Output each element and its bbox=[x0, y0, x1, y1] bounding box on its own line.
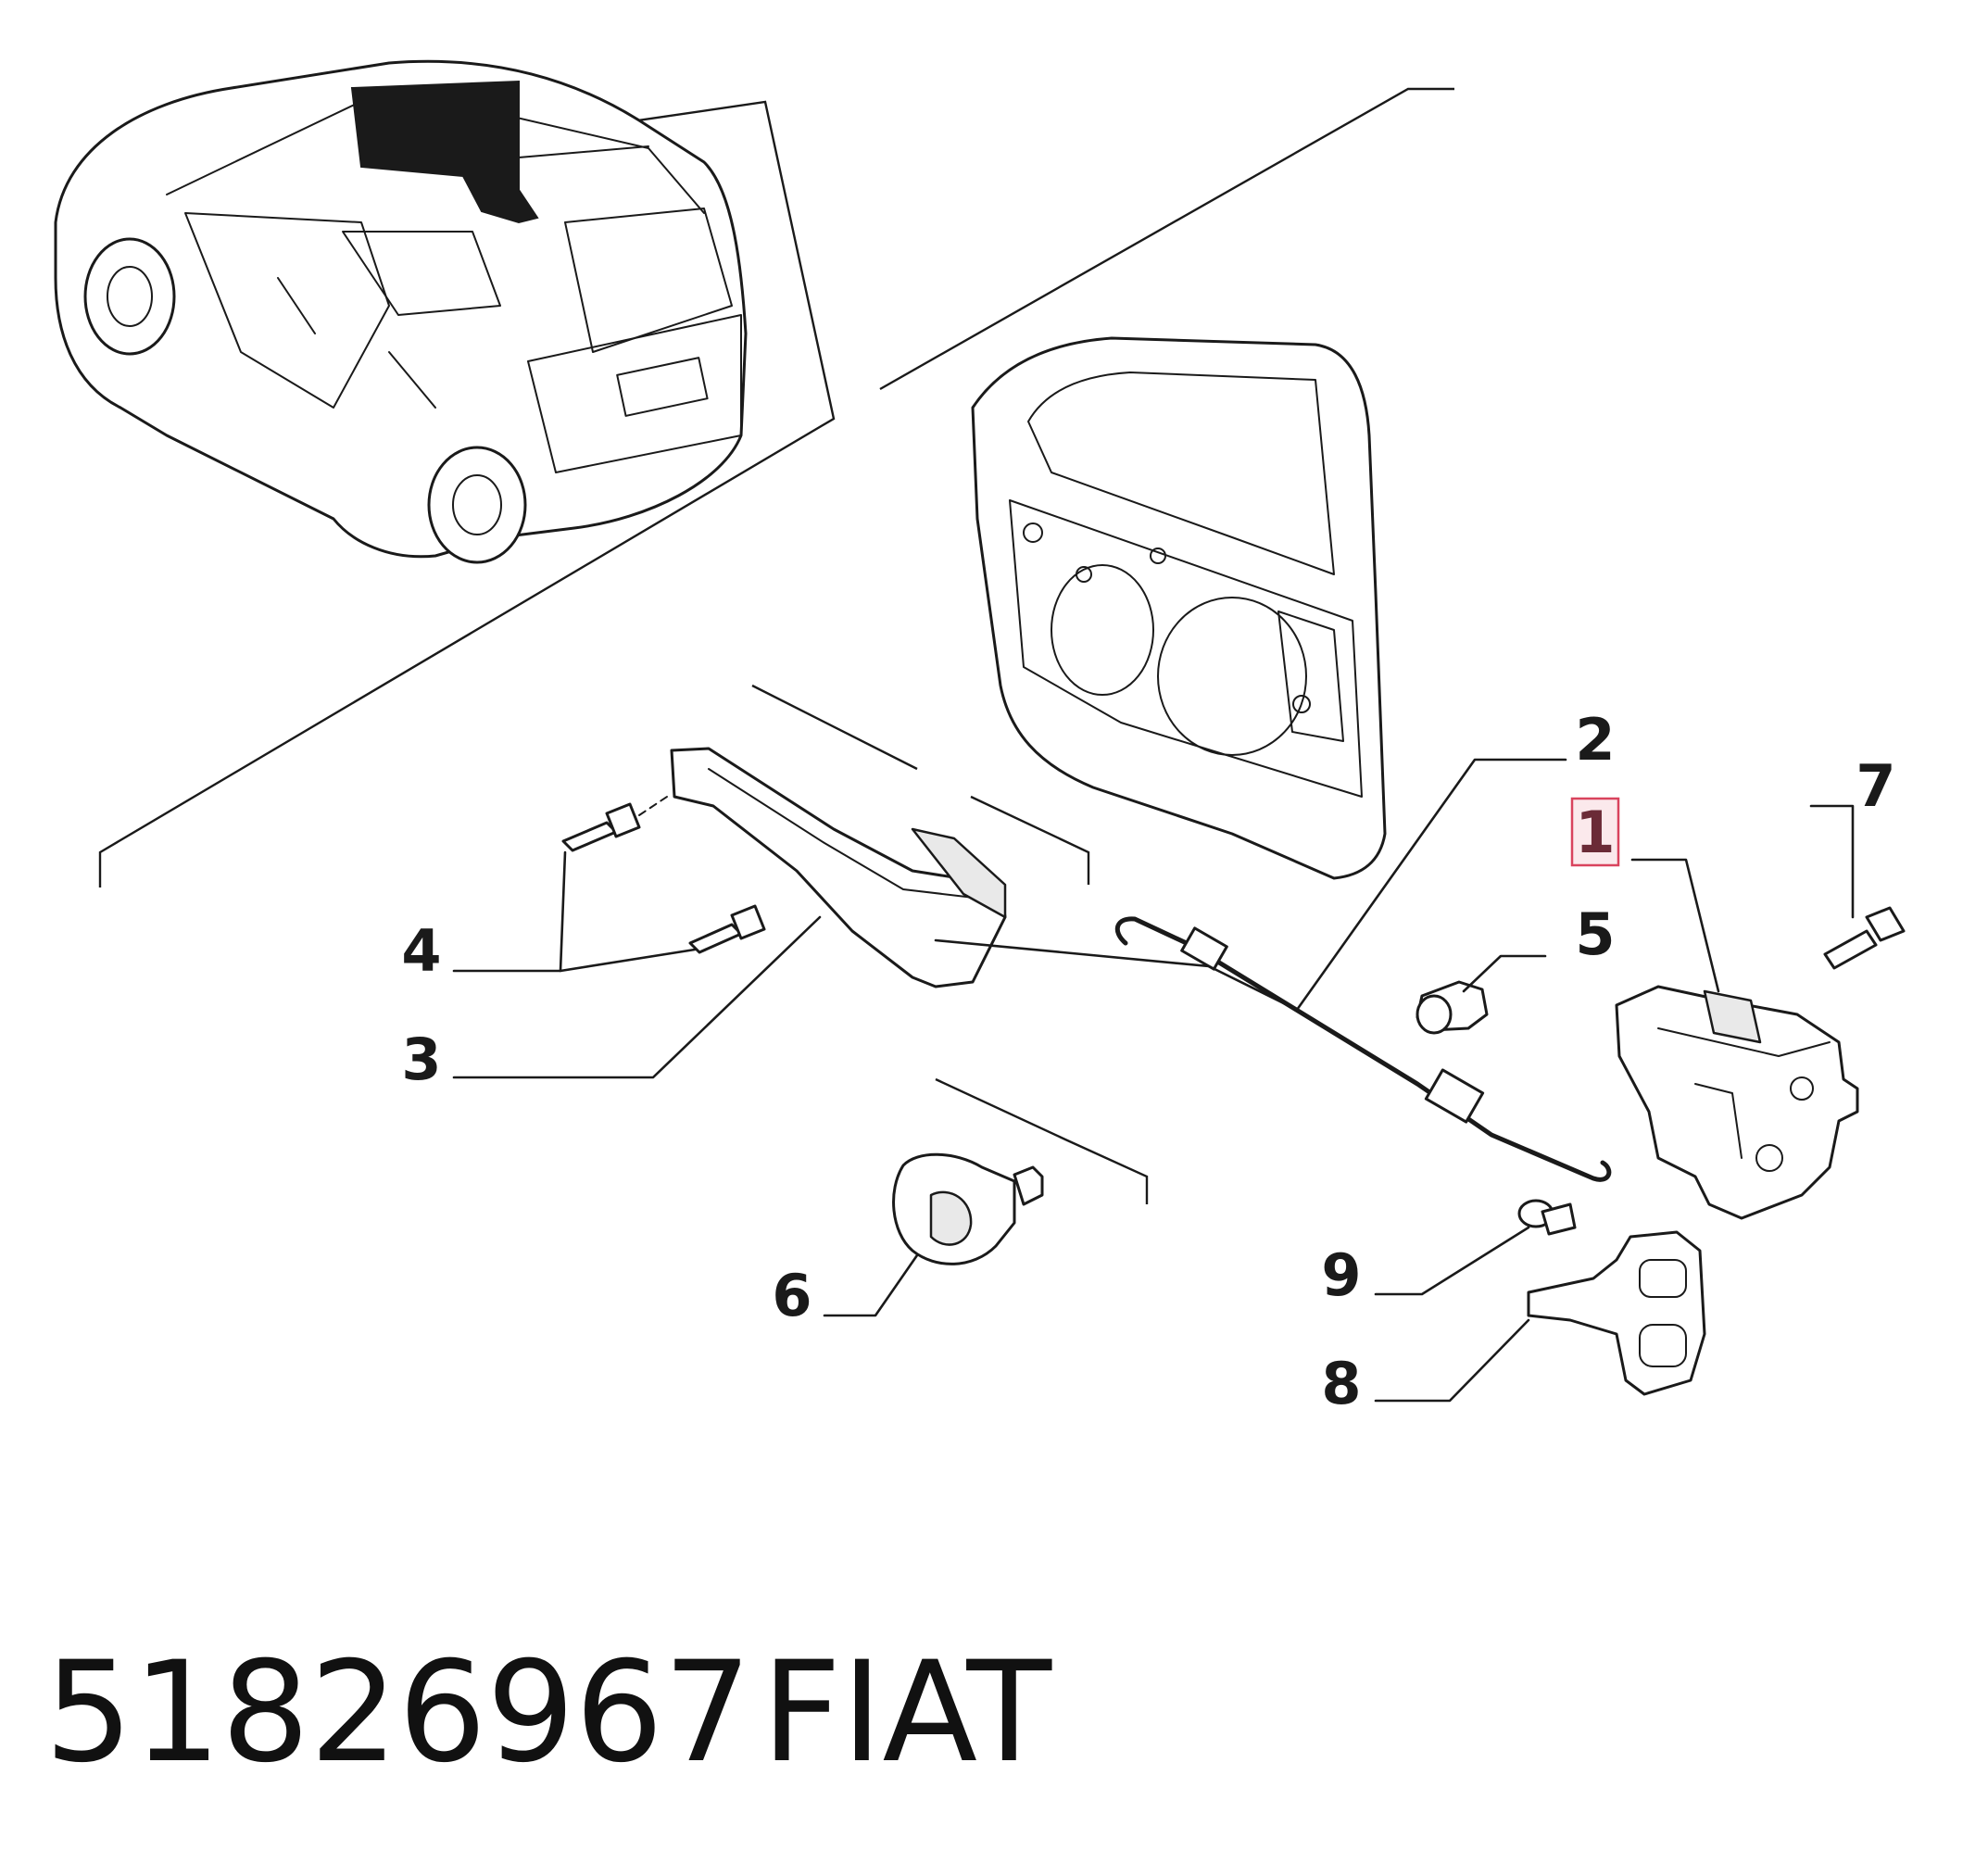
callout-6[interactable]: 6 bbox=[772, 1262, 812, 1329]
callout-1-highlight bbox=[1570, 797, 1620, 867]
car-overview-illustration bbox=[54, 59, 748, 564]
callout-5[interactable]: 5 bbox=[1575, 900, 1615, 968]
leader-lines bbox=[452, 758, 1855, 1403]
callout-3[interactable]: 3 bbox=[401, 1026, 441, 1093]
part-2-release-rod[interactable] bbox=[1114, 916, 1612, 1182]
part-6-bushing[interactable] bbox=[892, 1152, 1044, 1265]
part-3-bracket[interactable] bbox=[670, 747, 1007, 988]
part-7-bolt[interactable] bbox=[1823, 906, 1906, 970]
part-number: 51826967 bbox=[44, 1632, 751, 1794]
callout-7[interactable]: 7 bbox=[1856, 752, 1895, 820]
footer-caption: 51826967 FIAT bbox=[44, 1632, 1052, 1794]
part-9-screw[interactable] bbox=[1517, 1199, 1577, 1236]
callout-1[interactable]: 1 bbox=[1575, 799, 1615, 866]
part-8-striker[interactable] bbox=[1527, 1230, 1706, 1396]
part-4-rivets[interactable] bbox=[561, 796, 766, 954]
section-frames bbox=[98, 87, 1454, 1204]
door-shell-illustration bbox=[971, 336, 1387, 880]
callout-8[interactable]: 8 bbox=[1321, 1350, 1361, 1417]
brand-name: FIAT bbox=[761, 1632, 1052, 1794]
callout-labels: 1 2 3 4 5 6 7 8 9 bbox=[401, 706, 1895, 1417]
callout-4[interactable]: 4 bbox=[401, 917, 441, 985]
callout-9[interactable]: 9 bbox=[1321, 1241, 1361, 1309]
part-1-door-lock[interactable] bbox=[1615, 985, 1859, 1220]
part-5-clip[interactable] bbox=[1416, 980, 1489, 1035]
callout-2[interactable]: 2 bbox=[1575, 706, 1615, 774]
